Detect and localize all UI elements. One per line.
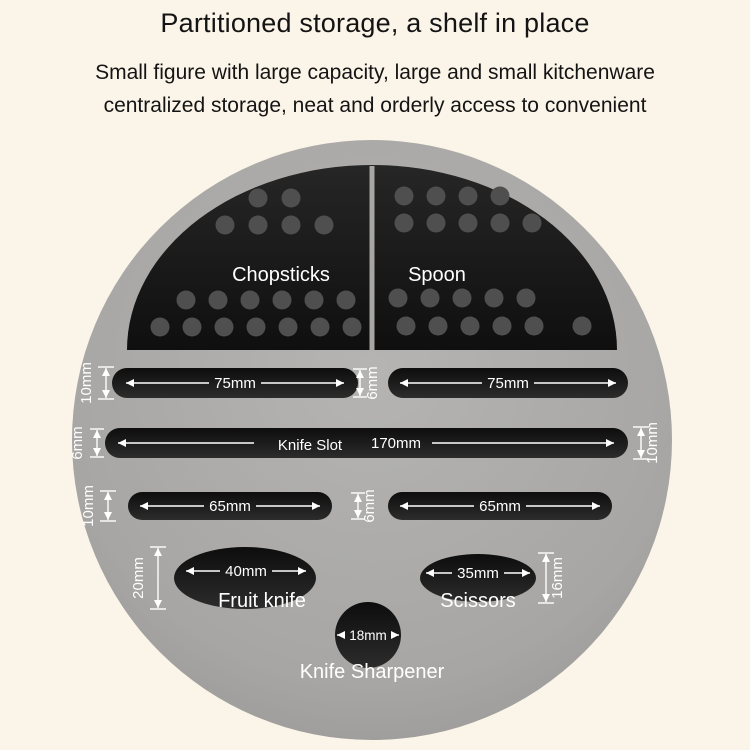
hole: [394, 186, 414, 206]
hole: [572, 316, 592, 336]
svg-text:75mm: 75mm: [487, 375, 529, 392]
dim-row1-right-length: 75mm: [400, 375, 616, 392]
hole: [281, 215, 301, 235]
hole: [426, 213, 446, 233]
hole: [484, 288, 504, 308]
chopsticks-label: Chopsticks: [232, 264, 330, 286]
svg-text:18mm: 18mm: [349, 628, 387, 643]
dim-fruit-knife-height: 20mm: [130, 546, 166, 610]
hole: [215, 215, 235, 235]
hole: [524, 316, 544, 336]
hole: [281, 188, 301, 208]
svg-text:75mm: 75mm: [214, 375, 256, 392]
dim-knife-slot-length: Knife Slot 170mm: [118, 435, 614, 454]
svg-text:65mm: 65mm: [209, 498, 251, 515]
dim-row1-gap: 6mm: [353, 366, 381, 400]
hole: [314, 215, 334, 235]
knife-sharpener-well: [335, 602, 401, 668]
hole: [248, 188, 268, 208]
fruit-knife-well: [174, 547, 316, 609]
dim-fruit-knife-width: 40mm: [186, 563, 306, 580]
hole: [396, 316, 416, 336]
slot-row-knife: Knife Slot 170mm 6mm 10mm: [69, 422, 661, 464]
hole: [516, 288, 536, 308]
svg-text:6mm: 6mm: [361, 489, 378, 522]
slot-row-bottom: 65mm 65mm 10mm 6mm: [80, 485, 612, 527]
hole: [490, 186, 510, 206]
hole: [522, 213, 542, 233]
hole: [240, 290, 260, 310]
fruit-knife-pocket: 40mm Fruit knife 20mm: [130, 546, 316, 612]
hole: [304, 290, 324, 310]
hole: [150, 317, 170, 337]
dim-sharpener-diameter: 18mm: [337, 628, 399, 643]
subtitle-line-2: centralized storage, neat and orderly ac…: [103, 94, 647, 117]
dim-row3-gap: 6mm: [351, 489, 378, 523]
hole: [490, 213, 510, 233]
svg-text:6mm: 6mm: [69, 426, 86, 459]
slot-65-left: [128, 492, 332, 520]
dim-row3-right-length: 65mm: [400, 498, 600, 515]
knife-sharpener-pocket: 18mm Knife Sharpener: [300, 602, 445, 683]
hole: [248, 215, 268, 235]
knife-slot: [105, 428, 628, 458]
hole: [182, 317, 202, 337]
hole: [278, 317, 298, 337]
dim-knife-slot-width-right: 10mm: [633, 422, 661, 464]
hole: [208, 290, 228, 310]
scissors-label: Scissors: [440, 590, 516, 612]
slot-row-top: 75mm 75mm 10mm 6mm: [78, 362, 628, 404]
hole: [420, 288, 440, 308]
hole: [458, 186, 478, 206]
page-title: Partitioned storage, a shelf in place: [160, 8, 590, 38]
dim-row1-left-length: 75mm: [126, 375, 344, 392]
hole: [492, 316, 512, 336]
knife-sharpener-label: Knife Sharpener: [300, 661, 445, 683]
organizer-diagram: Chopsticks Spoon 75mm 75mm 10mm 6mm: [69, 140, 672, 740]
hole: [176, 290, 196, 310]
svg-text:40mm: 40mm: [225, 563, 267, 580]
hole: [452, 288, 472, 308]
spoon-label: Spoon: [408, 264, 466, 286]
scissors-pocket: 35mm Scissors 16mm: [420, 552, 566, 612]
hole: [336, 290, 356, 310]
svg-text:10mm: 10mm: [78, 362, 95, 404]
svg-text:16mm: 16mm: [549, 557, 566, 599]
slot-65-right: [388, 492, 612, 520]
subtitle-line-1: Small figure with large capacity, large …: [95, 61, 655, 84]
dim-row1-width: 10mm: [78, 362, 114, 404]
utensil-well: Chopsticks Spoon: [127, 165, 617, 350]
dim-row3-left-length: 65mm: [140, 498, 320, 515]
hole: [342, 317, 362, 337]
hole: [272, 290, 292, 310]
svg-text:10mm: 10mm: [644, 422, 661, 464]
svg-text:65mm: 65mm: [479, 498, 521, 515]
svg-text:35mm: 35mm: [457, 565, 499, 582]
hole: [310, 317, 330, 337]
knife-slot-label: Knife Slot: [278, 437, 343, 454]
hole: [460, 316, 480, 336]
svg-text:20mm: 20mm: [130, 557, 147, 599]
dim-scissors-height: 16mm: [538, 552, 566, 604]
hole: [428, 316, 448, 336]
spoon-holes: [388, 186, 592, 336]
hole: [214, 317, 234, 337]
hole: [388, 288, 408, 308]
svg-text:6mm: 6mm: [364, 366, 381, 399]
scissors-well: [420, 554, 536, 602]
svg-text:170mm: 170mm: [371, 435, 421, 452]
svg-text:10mm: 10mm: [80, 485, 97, 527]
hole: [246, 317, 266, 337]
dim-knife-slot-width-left: 6mm: [69, 426, 104, 460]
fruit-knife-label: Fruit knife: [218, 590, 306, 612]
slot-75-left: [112, 368, 358, 398]
dim-row3-width: 10mm: [80, 485, 116, 527]
slot-75-right: [388, 368, 628, 398]
hole: [394, 213, 414, 233]
hole: [458, 213, 478, 233]
hole: [426, 186, 446, 206]
dim-scissors-width: 35mm: [426, 565, 530, 582]
chopsticks-holes: [150, 188, 362, 337]
